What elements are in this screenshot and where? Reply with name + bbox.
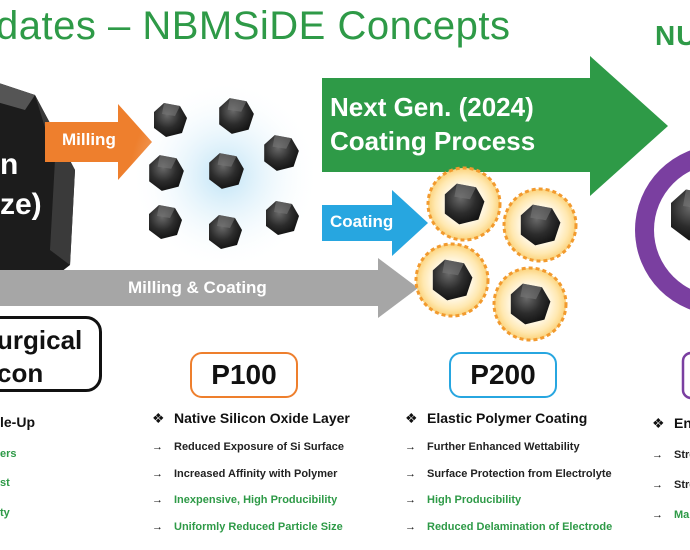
company-logo: NU	[655, 20, 690, 51]
p100-item: →Inexpensive, High Producibility	[152, 494, 338, 506]
next-gen-label-line2: Coating Process	[330, 126, 536, 156]
right-arrow-icon: →	[652, 479, 663, 491]
p100-item: →Increased Affinity with Polymer	[152, 468, 338, 480]
p200-item: →Reduced Delamination of Electrode	[405, 521, 613, 533]
right-arrow-icon: →	[152, 521, 163, 533]
right-arrow-icon: →	[405, 441, 416, 453]
page-title: dates – NBMSiDE Concepts	[0, 4, 511, 48]
milling-arrow	[45, 104, 152, 180]
left-item: ers	[0, 448, 17, 460]
p200-item: →Surface Protection from Electrolyte	[405, 468, 612, 480]
milling-label: Milling	[62, 130, 116, 149]
next-gen-particle	[635, 150, 690, 310]
p100-item: →Uniformly Reduced Particle Size	[152, 521, 343, 533]
right-arrow-icon: →	[152, 441, 163, 453]
diamond-bullet-icon: ❖	[405, 410, 418, 426]
left-heading: le-Up	[0, 414, 35, 430]
p300-box	[681, 351, 690, 400]
ingot-label-line1: n	[0, 148, 19, 181]
right-arrow-icon: →	[652, 449, 663, 461]
right-item: →Stre	[652, 479, 690, 491]
right-item: →Mair	[652, 509, 690, 521]
right-arrow-icon: →	[405, 521, 416, 533]
left-item: st	[0, 477, 10, 489]
metallurgical-line2: con	[0, 358, 44, 388]
p100-item: →Reduced Exposure of Si Surface	[152, 441, 344, 453]
milling-coating-label: Milling & Coating	[128, 278, 267, 297]
p200-item: →High Producibility	[405, 494, 522, 506]
diamond-bullet-icon: ❖	[152, 410, 165, 426]
right-arrow-icon: →	[652, 509, 663, 521]
left-item: ty	[0, 507, 10, 519]
right-arrow-icon: →	[152, 494, 163, 506]
right-arrow-icon: →	[152, 468, 163, 480]
milled-particles	[130, 80, 320, 270]
diamond-bullet-icon: ❖	[652, 415, 665, 431]
ingot-label-line2: ze)	[0, 188, 42, 221]
metallurgical-silicon-box: urgical con	[0, 316, 102, 392]
milling-coating-arrow	[0, 258, 418, 318]
p200-badge: P200	[449, 352, 557, 398]
coated-particles	[414, 166, 578, 342]
coating-label: Coating	[330, 212, 394, 231]
p200-item: →Further Enhanced Wettability	[405, 441, 580, 453]
next-gen-arrow	[322, 56, 668, 196]
p100-badge: P100	[190, 352, 298, 398]
next-gen-label-line1: Next Gen. (2024)	[330, 92, 534, 122]
p100-heading: Native Silicon Oxide Layer	[174, 410, 350, 426]
right-arrow-icon: →	[405, 494, 416, 506]
right-arrow-icon: →	[405, 468, 416, 480]
p200-heading: Elastic Polymer Coating	[427, 410, 588, 426]
right-heading: En	[674, 415, 690, 431]
right-item: →Stre	[652, 449, 690, 461]
metallurgical-line1: urgical	[0, 325, 83, 355]
coating-arrow	[322, 190, 428, 256]
